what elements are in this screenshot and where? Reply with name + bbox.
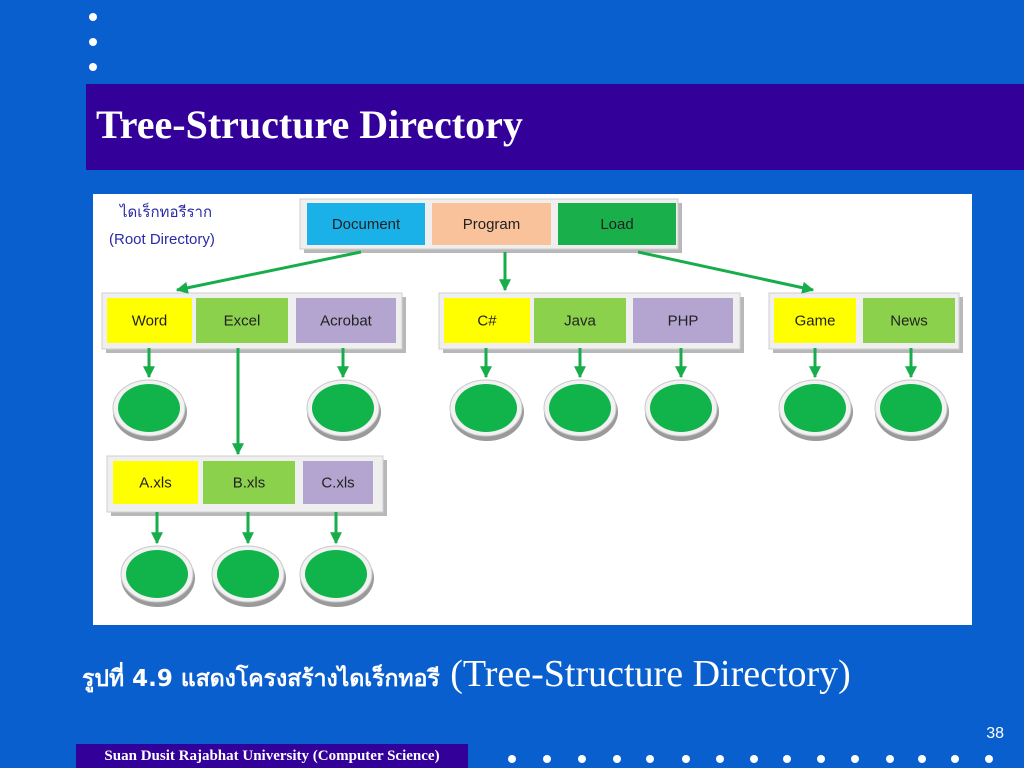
root-entry-document-label: Document: [332, 216, 401, 233]
bullet-dot: [89, 63, 97, 71]
subdir-acrobat-label: Acrobat: [320, 313, 373, 330]
root-label-thai: ไดเร็กทอรีราก: [120, 204, 213, 221]
subdir-word: [107, 298, 192, 343]
subdir-java-label: Java: [564, 313, 596, 330]
file-c-xls-label: C.xls: [321, 475, 354, 492]
file-a-xls: [113, 461, 198, 504]
root-entry-load: [558, 203, 676, 245]
footer-label: Suan Dusit Rajabhat University (Computer…: [76, 744, 468, 768]
subdir-php-label: PHP: [668, 313, 699, 330]
bullet-dot: [508, 755, 516, 763]
file-node: [305, 550, 367, 598]
bullet-dot: [851, 755, 859, 763]
file-b-xls: [203, 461, 295, 504]
bullet-dot: [613, 755, 621, 763]
caption-english: (Tree-Structure Directory): [450, 653, 851, 695]
file-a-xls-label: A.xls: [139, 475, 172, 492]
file-node: [880, 384, 942, 432]
subdir-word-label: Word: [132, 313, 168, 330]
bullet-dot: [951, 755, 959, 763]
title-bar: [86, 84, 1024, 170]
subdir-csharp: [444, 298, 530, 343]
bullet-dot: [783, 755, 791, 763]
file-node: [217, 550, 279, 598]
bullet-dot: [716, 755, 724, 763]
tree-arrow: [175, 250, 362, 294]
subdir-excel: [196, 298, 288, 343]
file-node: [784, 384, 846, 432]
subdir-news: [863, 298, 955, 343]
bullet-dot: [682, 755, 690, 763]
subdir-game: [774, 298, 856, 343]
bullet-dot: [646, 755, 654, 763]
subdir-game-label: Game: [795, 313, 836, 330]
caption-thai: รูปที่ 4.9 แสดงโครงสร้างไดเร็กทอรี: [82, 666, 440, 692]
subdir-java: [534, 298, 626, 343]
subdir-acrobat: [296, 298, 396, 343]
page-number: 38: [986, 725, 1004, 742]
tree-arrow: [637, 250, 815, 294]
file-node: [118, 384, 180, 432]
file-c-xls: [303, 461, 373, 504]
file-node: [126, 550, 188, 598]
root-label-english: (Root Directory): [109, 231, 215, 248]
file-node: [650, 384, 712, 432]
file-b-xls-label: B.xls: [233, 475, 266, 492]
bullet-dot: [817, 755, 825, 763]
root-entry-program: [432, 203, 551, 245]
bullet-dot: [918, 755, 926, 763]
bullet-dot: [89, 13, 97, 21]
bullet-dot: [578, 755, 586, 763]
figure-caption: รูปที่ 4.9 แสดงโครงสร้างไดเร็กทอรี (Tree…: [82, 652, 851, 697]
slide-title: Tree-Structure Directory: [96, 102, 523, 147]
bullet-dot: [89, 38, 97, 46]
subdir-php: [633, 298, 733, 343]
bullet-dot: [750, 755, 758, 763]
root-entry-load-label: Load: [600, 216, 633, 233]
bullet-dot: [543, 755, 551, 763]
bullet-dot: [985, 755, 993, 763]
subdir-csharp-label: C#: [477, 313, 497, 330]
subdir-news-label: News: [890, 313, 928, 330]
bullet-dot: [886, 755, 894, 763]
root-entry-program-label: Program: [463, 216, 521, 233]
file-node: [549, 384, 611, 432]
subdir-excel-label: Excel: [224, 313, 261, 330]
file-node: [455, 384, 517, 432]
file-node: [312, 384, 374, 432]
root-entry-document: [307, 203, 425, 245]
